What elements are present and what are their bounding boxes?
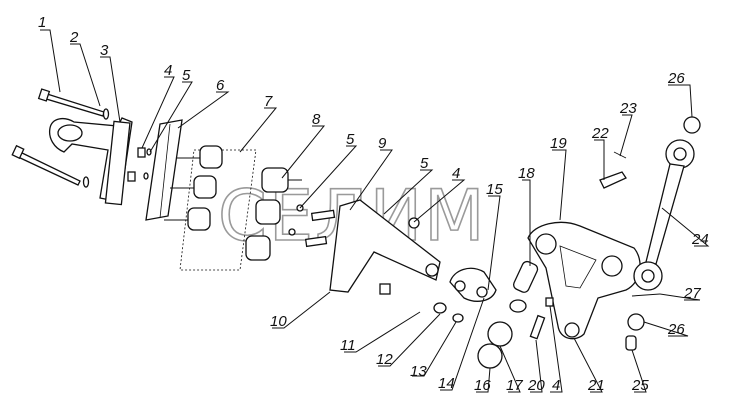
callout-4: 4 [552,377,560,394]
callout-17: 17 [506,377,523,394]
callout-9: 9 [378,135,387,152]
part-3-bracket [48,117,133,206]
callout-4: 4 [164,62,172,79]
callout-4: 4 [452,165,460,182]
callout-5: 5 [346,131,355,148]
part-11-17-chain [433,260,539,369]
part-1-bolts [11,88,105,186]
part-25-27-hardware [625,116,701,351]
part-7-rollers [164,145,257,271]
callout-5: 5 [182,67,191,84]
part-8-rollers [245,167,302,261]
callout-15: 15 [486,181,503,198]
callout-8: 8 [312,111,321,128]
callout-2: 2 [69,29,79,46]
callout-20: 20 [527,377,545,394]
callout-26: 26 [667,70,685,87]
callout-13: 13 [410,363,427,380]
part-10-lever [329,199,441,295]
part-6-plate [145,119,183,221]
callout-26: 26 [667,321,685,338]
part-9-pins [288,204,336,248]
callout-3: 3 [100,42,109,59]
callout-25: 25 [631,377,649,394]
callout-11: 11 [340,337,356,354]
callout-22: 22 [591,125,609,142]
callout-5: 5 [420,155,429,172]
part-2-washers [82,108,110,188]
part-19-21-housing [527,221,641,340]
callout-labels: 1 2 3 4 5 6 7 8 5 9 5 4 15 18 19 22 23 2… [38,14,709,394]
callout-19: 19 [550,135,567,152]
callout-24: 24 [691,231,709,248]
callout-1: 1 [38,14,46,31]
callout-12: 12 [376,351,393,368]
part-24-link [633,139,695,291]
callout-14: 14 [438,375,455,392]
callout-6: 6 [216,77,225,94]
callout-23: 23 [619,100,637,117]
callout-27: 27 [683,285,701,302]
part-4-5-hardware [127,147,152,182]
callout-21: 21 [587,377,605,394]
leader-lines [40,29,710,393]
callout-18: 18 [518,165,535,182]
callout-7: 7 [264,93,273,110]
callout-16: 16 [474,377,491,394]
part-20-pin [529,297,554,340]
callout-10: 10 [270,313,287,330]
